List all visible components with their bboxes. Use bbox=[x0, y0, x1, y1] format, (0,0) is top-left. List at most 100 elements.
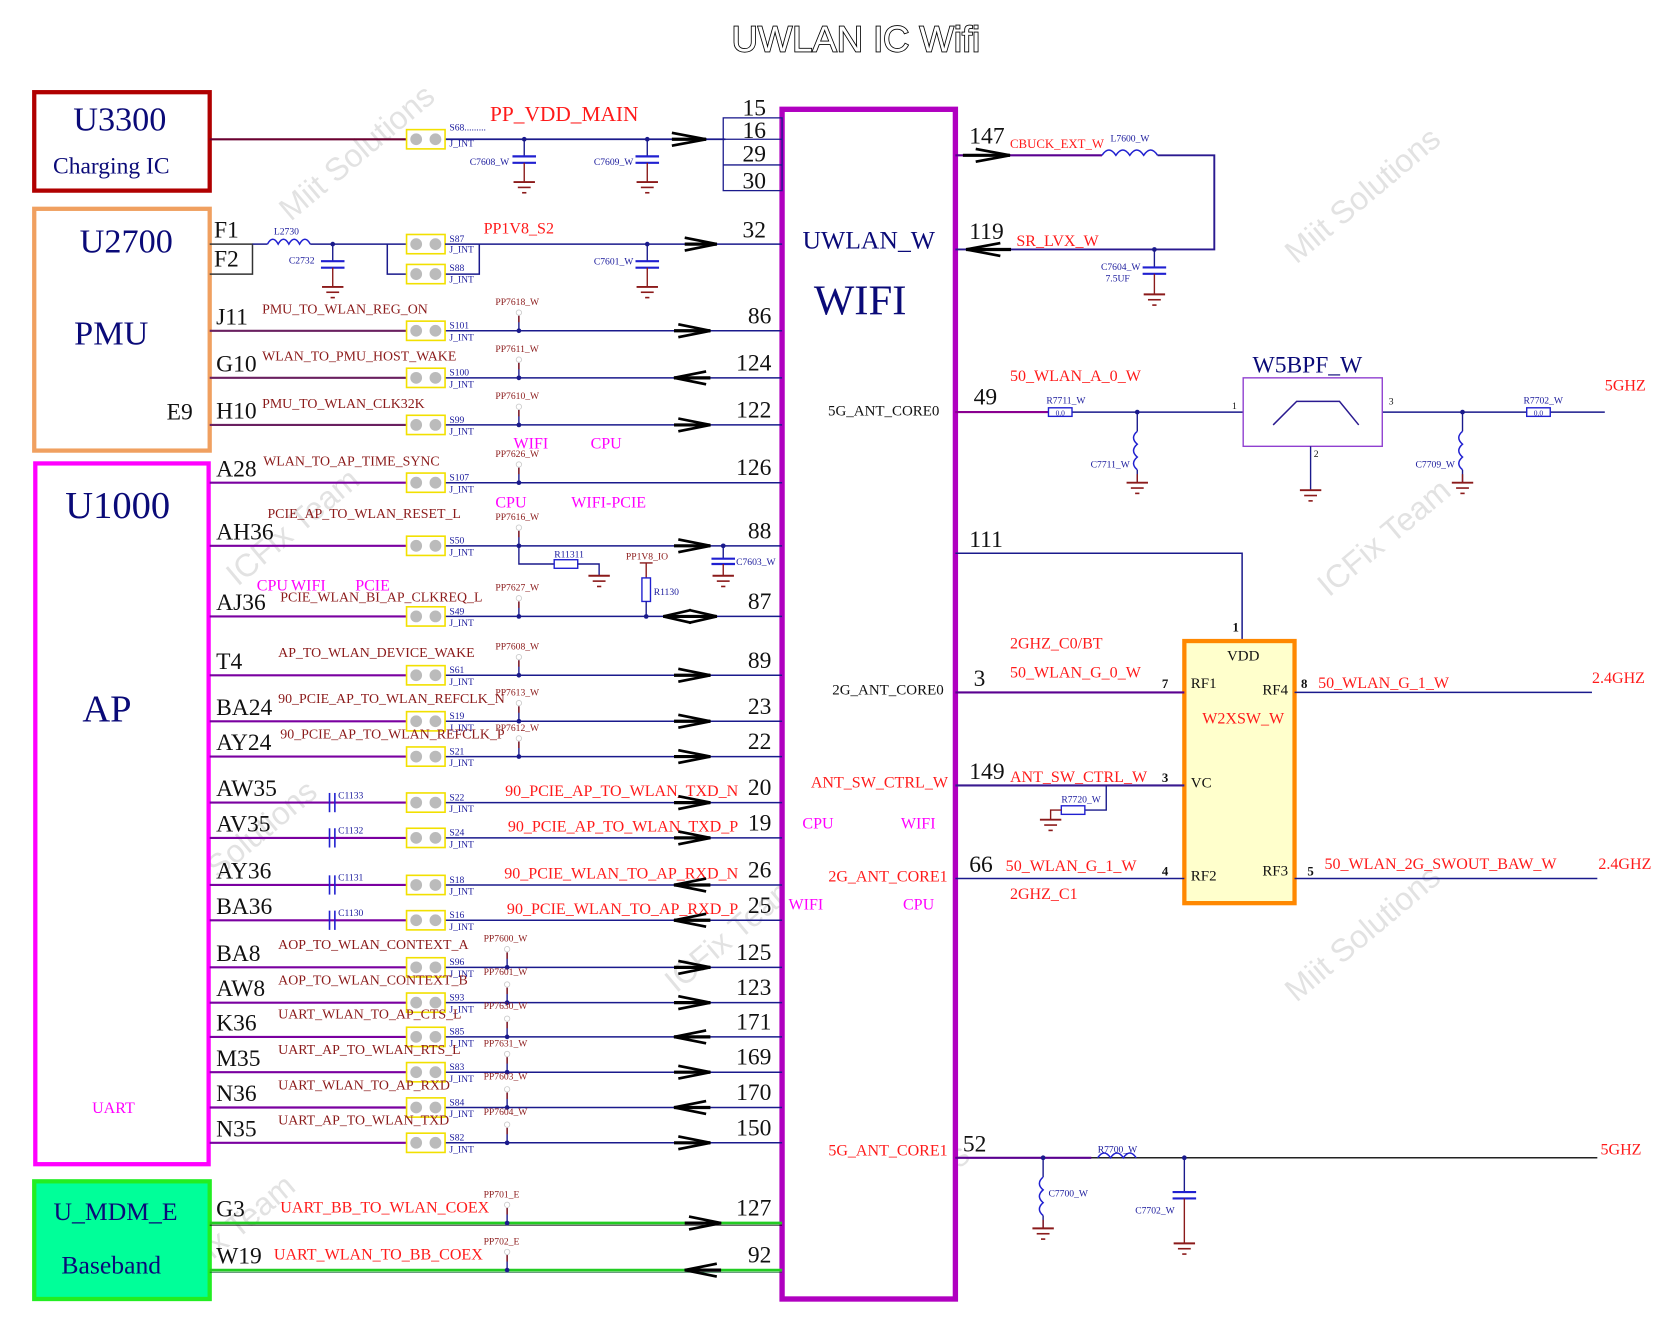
net-label: PCIE_AP_TO_WLAN_RESET_L bbox=[267, 507, 460, 522]
watermark-text: Miit Solutions bbox=[1278, 120, 1447, 270]
net-label: UART_WLAN_TO_AP_RXD bbox=[278, 1078, 450, 1093]
domain-tag: CPU bbox=[257, 578, 289, 595]
source-pin: N35 bbox=[216, 1116, 257, 1142]
test-point-icon bbox=[515, 309, 522, 316]
jumper-icon bbox=[405, 909, 446, 931]
wifi-pin-3: 3 bbox=[974, 666, 986, 692]
test-point-label: PP7611_W bbox=[495, 344, 539, 355]
wifi-pin: 22 bbox=[748, 729, 772, 755]
jumper-type: J_INT bbox=[449, 840, 474, 851]
jumper-type: J_INT bbox=[449, 1004, 474, 1015]
arrow-right-icon bbox=[678, 713, 711, 730]
jumper-type: J_INT bbox=[449, 804, 474, 815]
jumper-label: S96 bbox=[449, 957, 464, 968]
wifi-pin: 32 bbox=[743, 218, 767, 244]
switch-pin-rf1: 7 bbox=[1162, 677, 1169, 691]
signal-net: AH36PCIE_AP_TO_WLAN_RESET_LS50J_INTPP761… bbox=[209, 494, 783, 588]
test-point-icon bbox=[504, 946, 511, 953]
charging-ic-name: U3300 bbox=[73, 101, 166, 139]
test-point-icon bbox=[515, 699, 522, 707]
pmu-sub: PMU bbox=[74, 315, 148, 353]
switch-pin-rf4: 8 bbox=[1301, 677, 1307, 691]
jumper-label: S84 bbox=[449, 1097, 464, 1108]
wifi-tag-cpu-2: CPU bbox=[903, 897, 935, 914]
net-50-wlan-g-1: 50_WLAN_G_1_W bbox=[1318, 675, 1450, 692]
band-2-4ghz-b: 2.4GHZ bbox=[1598, 856, 1651, 873]
ap-uart-tag: UART bbox=[92, 1100, 135, 1117]
jumper-label: S50 bbox=[449, 536, 464, 547]
jumper-icon bbox=[405, 827, 446, 849]
arrow-left-icon bbox=[673, 912, 707, 928]
res-label: R1130 bbox=[654, 587, 679, 598]
net-label: UART_AP_TO_WLAN_TXD bbox=[278, 1114, 449, 1129]
test-point-icon bbox=[515, 735, 522, 742]
switch-rf3: RF3 bbox=[1262, 863, 1288, 879]
baseband-sub: Baseband bbox=[61, 1250, 161, 1279]
block-pmu: U2700 PMU E9 bbox=[32, 206, 212, 453]
arrow-right-icon bbox=[678, 830, 711, 846]
wifi-pin: 15 bbox=[743, 96, 767, 122]
inductor-label: L7600_W bbox=[1111, 133, 1151, 144]
wifi-pin-147: 147 bbox=[969, 124, 1005, 150]
net-label: PCIE_WLAN_BI_AP_CLKREQ_L bbox=[280, 590, 482, 605]
jumper-label: S18 bbox=[449, 875, 464, 886]
net-label: UART_AP_TO_WLAN_RTS_L bbox=[278, 1043, 461, 1058]
net-label: 90_PCIE_AP_TO_WLAN_TXD_N bbox=[505, 783, 738, 800]
watermark-text: Miit Solutions bbox=[272, 77, 441, 227]
jumper-type: J_INT bbox=[449, 618, 474, 629]
capacitor-icon bbox=[1172, 1155, 1197, 1255]
jumper-type: J_INT bbox=[449, 1144, 474, 1155]
jumper-label: S87 bbox=[449, 234, 464, 245]
jumper-type: J_INT bbox=[449, 1039, 474, 1050]
jumper-icon bbox=[405, 472, 446, 494]
cap-label: C7604_W bbox=[1101, 262, 1141, 273]
test-point-icon bbox=[515, 461, 522, 468]
jumper-icon bbox=[405, 414, 446, 436]
watermark-text: ICFix Team bbox=[1310, 472, 1457, 603]
res-value: 0.0 bbox=[1534, 408, 1544, 417]
charging-ic-sub: Charging IC bbox=[53, 153, 170, 179]
jumper-type: J_INT bbox=[449, 275, 474, 286]
jumper-label: S49 bbox=[449, 606, 464, 617]
switch-pin-vc: 3 bbox=[1162, 771, 1168, 785]
net-label: UART_WLAN_TO_BB_COEX bbox=[274, 1246, 483, 1263]
wifi-pin: 25 bbox=[748, 893, 772, 919]
switch-pin-vdd: 1 bbox=[1232, 620, 1238, 634]
jumper-label: S22 bbox=[449, 792, 464, 803]
net-label: AP_TO_WLAN_DEVICE_WAKE bbox=[278, 646, 475, 661]
test-point-icon bbox=[504, 1015, 511, 1022]
ground-icon bbox=[1299, 489, 1322, 502]
cap-label: C1130 bbox=[338, 908, 363, 919]
wifi-label-5g-core0: 5G_ANT_CORE0 bbox=[828, 403, 939, 419]
jumper-label: S82 bbox=[449, 1133, 464, 1144]
source-pin: W19 bbox=[216, 1244, 262, 1270]
jumper-type: J_INT bbox=[449, 427, 474, 438]
wifi-pin: 86 bbox=[748, 303, 772, 329]
source-pin: G10 bbox=[216, 351, 257, 377]
capacitor-icon bbox=[320, 241, 345, 299]
capacitor-icon bbox=[1142, 247, 1167, 306]
res-label: R7702_W bbox=[1523, 396, 1563, 407]
source-pin: H10 bbox=[216, 398, 257, 424]
res-label: R7711_W bbox=[1046, 396, 1086, 407]
jumper-label: S24 bbox=[449, 828, 464, 839]
net-label: 90_PCIE_AP_TO_WLAN_REFCLK_N bbox=[278, 692, 505, 707]
wifi-pin: 124 bbox=[736, 350, 772, 376]
wifi-pin: 125 bbox=[736, 940, 771, 966]
test-point-label: PP7613_W bbox=[495, 688, 540, 699]
jumper-type: J_INT bbox=[449, 723, 474, 734]
wifi-pin-111: 111 bbox=[969, 527, 1003, 553]
test-point-label: PP7618_W bbox=[495, 297, 540, 308]
net-50-wlan-g-1-b: 50_WLAN_G_1_W bbox=[1006, 858, 1138, 875]
source-pin: AW8 bbox=[216, 976, 265, 1002]
switch-pin-rf3: 5 bbox=[1307, 864, 1313, 878]
net-label: AOP_TO_WLAN_CONTEXT_A bbox=[278, 938, 468, 953]
wifi-pin: 23 bbox=[748, 694, 772, 720]
jumper-type: J_INT bbox=[449, 887, 474, 898]
